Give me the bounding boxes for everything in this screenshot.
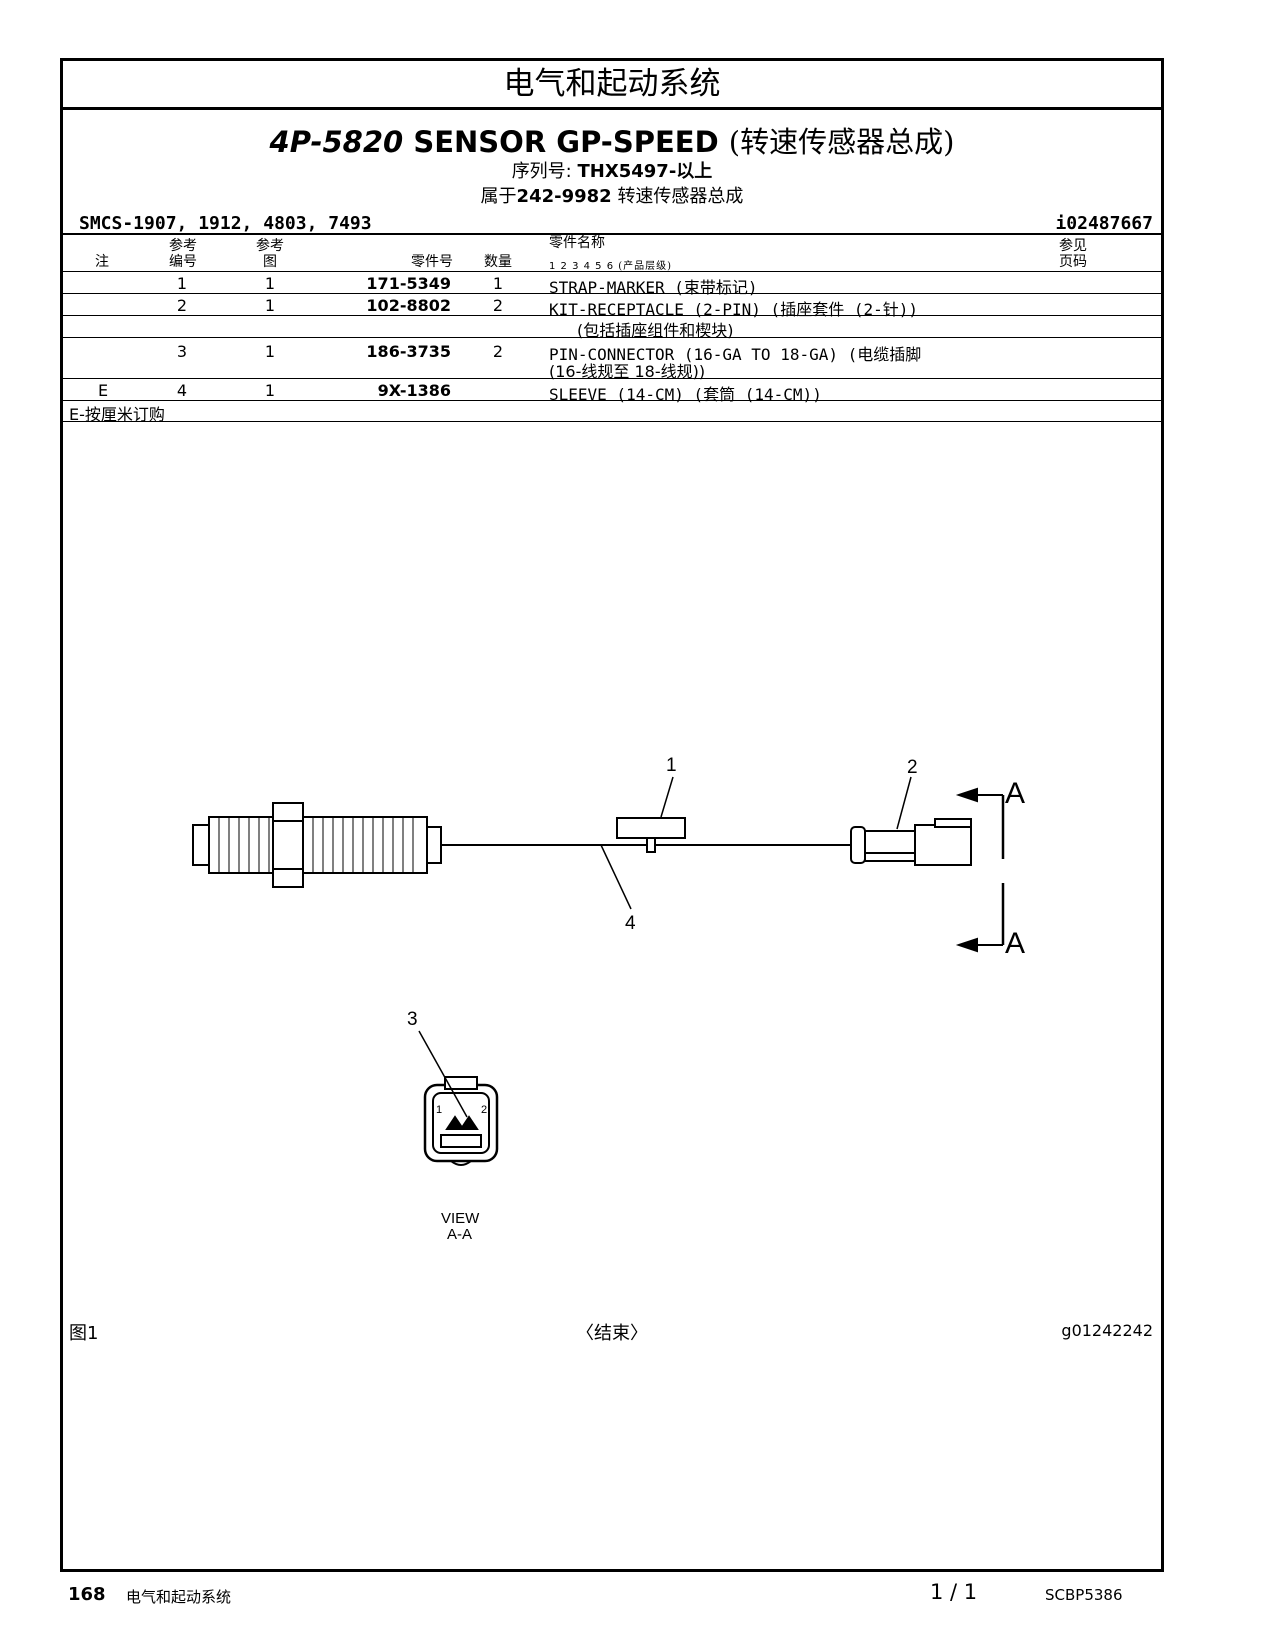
col-ref-fig-1: 参考 [256,238,284,254]
belongs-part: 242-9982 [516,186,612,207]
receptacle-connector [850,818,972,866]
leader-2 [896,776,912,830]
row2-fig: 1 [264,296,276,315]
leader-4 [600,844,632,910]
row1-ref: 1 [176,274,188,293]
leader-3 [418,1030,468,1118]
row3-name: PIN-CONNECTOR (16-GA TO 18-GA) (电缆插脚 [549,345,922,364]
row2-name-cont: (包括插座组件和楔块) [577,321,734,340]
callout-4: 4 [625,913,636,934]
row4-fig: 1 [264,381,276,400]
part-title: 4P-5820 SENSOR GP-SPEED (转速传感器总成) [63,119,1161,161]
serial-label: 序列号: [511,161,572,182]
row1-name: STRAP-MARKER (束带标记) [549,278,758,297]
col-level-hint: (产品层级) [618,261,673,272]
row4-name: SLEEVE (14-CM) (套筒 (14-CM)) [549,385,822,404]
speed-sensor-body [192,802,442,888]
row3-part: 186-3735 [366,342,451,361]
section-title: 电气和起动系统 [63,61,1161,110]
col-levels-numbers: 1 2 3 4 5 6 [549,261,615,272]
col-part-no: 零件号 [411,254,453,270]
part-name-en: SENSOR GP-SPEED [413,125,719,159]
footer-section: 电气和起动系统 [126,1588,232,1606]
col-see-2: 页码 [1059,254,1087,270]
section-letter-bottom: A [1005,927,1025,960]
page-fraction: 1 / 1 [930,1580,978,1604]
row1-part: 171-5349 [366,274,451,293]
row1-qty: 1 [492,274,504,293]
callout-1: 1 [666,755,677,776]
leader-1 [660,776,674,818]
footnote: E-按厘米订购 [69,405,165,424]
page-frame: 电气和起动系统 4P-5820 SENSOR GP-SPEED (转速传感器总成… [60,58,1164,1572]
table-bottom-rule [63,421,1161,422]
row2-name: KIT-RECEPTACLE (2-PIN) (插座套件 (2-针)) [549,300,918,319]
col-see-1: 参见 [1059,238,1087,254]
row3-name-cont: (16-线规至 18-线规)) [549,362,706,381]
col-ref-no-1: 参考 [169,238,197,254]
row4-part: 9X-1386 [377,381,451,400]
view-label-2: A-A [447,1226,472,1243]
row3-qty: 2 [492,342,504,361]
row3-fig: 1 [264,342,276,361]
smcs-codes: SMCS-1907, 1912, 4803, 7493 [79,213,372,234]
document-id: i02487667 [1055,213,1153,234]
callout-2: 2 [907,757,918,778]
document-code: SCBP5386 [1045,1586,1123,1604]
view-label-1: VIEW [441,1210,480,1227]
connector-face-view [423,1076,499,1166]
part-name-cn: (转速传感器总成) [728,125,955,159]
row2-qty: 2 [492,296,504,315]
belongs-suffix: 转速传感器总成 [617,186,744,207]
row1-fig: 1 [264,274,276,293]
row-rule [63,337,1161,338]
row-rule [63,378,1161,379]
part-number: 4P-5820 [269,125,404,159]
col-ref-no-2: 编号 [169,254,197,270]
parts-illustration: 1 2 4 3 A A 1 2 VIEW A-A [192,755,1025,1243]
figure-label: 图1 [69,1323,99,1344]
page-number: 168 [68,1584,106,1605]
serial-line: 序列号: THX5497-以上 [63,157,1161,183]
col-ref-fig-2: 图 [263,254,277,270]
figure-id: g01242242 [1061,1321,1153,1340]
section-marker-a [955,787,1005,953]
section-letter-top: A [1005,777,1025,810]
row4-note: E [97,381,109,400]
end-label: 〈结束〉 [576,1323,648,1344]
row4-ref: 4 [176,381,188,400]
row-rule [63,315,1161,316]
row-rule [63,400,1161,401]
belongs-line: 属于242-9982 转速传感器总成 [63,182,1161,208]
serial-value: THX5497-以上 [577,161,713,182]
pin-label-2: 2 [481,1104,487,1116]
row-rule [63,293,1161,294]
pin-label-1: 1 [436,1104,442,1116]
row3-ref: 3 [176,342,188,361]
row2-part: 102-8802 [366,296,451,315]
row2-ref: 2 [176,296,188,315]
col-name: 零件名称 [549,235,605,251]
callout-3: 3 [407,1009,418,1030]
strap-marker [616,817,686,853]
col-qty: 数量 [484,254,512,270]
table-top-rule [63,233,1161,235]
col-note: 注 [95,254,109,270]
table-header-rule [63,271,1161,272]
col-levels: 1 2 3 4 5 6 (产品层级) [549,257,672,272]
belongs-prefix: 属于 [480,186,517,207]
